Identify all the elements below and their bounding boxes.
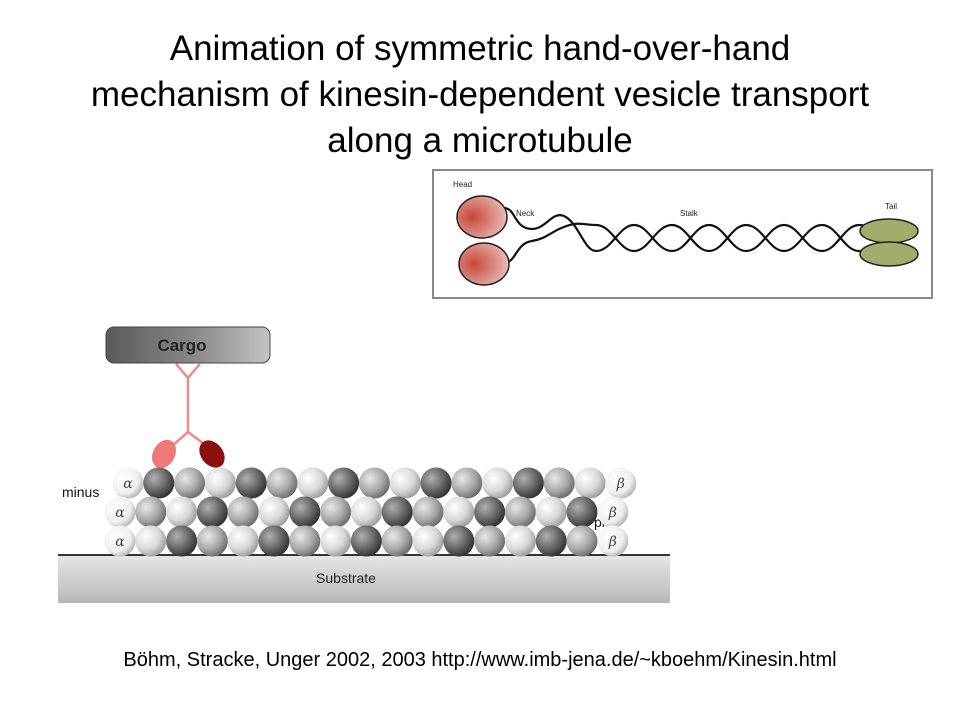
cargo-label: Cargo (157, 336, 206, 355)
head-top (456, 195, 508, 239)
minus-label: minus (62, 484, 99, 500)
tubulin-bead (258, 496, 290, 528)
tubulin-bead (227, 525, 259, 557)
tubulin-bead (535, 496, 567, 528)
page-title: Animation of symmetric hand-over-hand me… (30, 26, 930, 164)
tubulin-bead (166, 496, 198, 528)
tubulin-bead (504, 496, 536, 528)
tubulin-bead (350, 525, 382, 557)
tubulin-bead (174, 467, 206, 499)
neck-label: Neck (516, 209, 535, 218)
kinesin-head-light (152, 439, 176, 469)
tubulin-bead (320, 496, 352, 528)
tubulin-bead (412, 525, 444, 557)
beta-symbol: β (616, 476, 625, 492)
tubulin-bead (443, 496, 475, 528)
tubulin-bead (381, 525, 413, 557)
stalk-label: Stalk (680, 209, 698, 218)
beta-symbol: β (608, 505, 617, 521)
tail-bottom (859, 241, 919, 267)
kinesin-structure-diagram: Head Neck Stalk Tail (432, 169, 933, 299)
tubulin-bead (389, 467, 421, 499)
tubulin-bead (196, 496, 228, 528)
tail-label: Tail (885, 202, 898, 211)
tubulin-bead (196, 525, 228, 557)
tubulin-bead (328, 467, 360, 499)
head-label: Head (453, 180, 473, 189)
substrate-label: Substrate (316, 570, 376, 586)
tubulin-rows: α β α β α β (104, 467, 637, 557)
tubulin-bead (104, 496, 136, 528)
title-line-2: mechanism of kinesin-dependent vesicle t… (90, 75, 870, 114)
tubulin-bead (135, 496, 167, 528)
beta-symbol: β (608, 534, 617, 550)
tubulin-bead (166, 525, 198, 557)
tubulin-bead (289, 496, 321, 528)
kinesin-structure-graphic (456, 195, 919, 286)
tubulin-bead (597, 496, 629, 528)
stalk-strand-2 (503, 222, 882, 265)
substrate-bar (58, 555, 670, 603)
tubulin-bead (597, 525, 629, 557)
tubulin-bead (566, 496, 598, 528)
tail-top (859, 218, 919, 244)
tubulin-bead (320, 525, 352, 557)
tubulin-bead (350, 496, 382, 528)
tubulin-bead (235, 467, 267, 499)
tubulin-bead (420, 467, 452, 499)
tubulin-bead (443, 525, 475, 557)
tubulin-bead (358, 467, 390, 499)
tubulin-bead (104, 525, 136, 557)
tubulin-bead (605, 467, 637, 499)
tubulin-bead (289, 525, 321, 557)
cargo-block (105, 326, 271, 364)
tubulin-bead (112, 467, 144, 499)
tubulin-bead (266, 467, 298, 499)
title-line-3: along a microtubule (327, 121, 633, 160)
tubulin-bead (297, 467, 329, 499)
tubulin-bead (566, 525, 598, 557)
tubulin-bead (574, 467, 606, 499)
tubulin-bead (227, 496, 259, 528)
kinesin-linker (171, 363, 205, 447)
tubulin-bead (451, 467, 483, 499)
title-line-1: Animation of symmetric hand-over-hand (169, 29, 791, 68)
tubulin-bead (543, 467, 575, 499)
tubulin-bead (474, 496, 506, 528)
kinesin-head-dark (199, 440, 225, 468)
tubulin-bead (474, 525, 506, 557)
tubulin-bead (135, 525, 167, 557)
alpha-symbol: α (115, 505, 125, 521)
alpha-symbol: α (115, 534, 125, 550)
tubulin-bead (482, 467, 514, 499)
tubulin-bead (512, 467, 544, 499)
tubulin-bead (143, 467, 175, 499)
tubulin-bead (504, 525, 536, 557)
tubulin-bead (204, 467, 236, 499)
tubulin-bead (381, 496, 413, 528)
head-bottom (458, 242, 510, 286)
tubulin-bead (412, 496, 444, 528)
tubulin-bead (535, 525, 567, 557)
alpha-symbol: α (123, 476, 133, 492)
citation: Böhm, Stracke, Unger 2002, 2003 http://w… (123, 649, 837, 671)
tubulin-bead (258, 525, 290, 557)
